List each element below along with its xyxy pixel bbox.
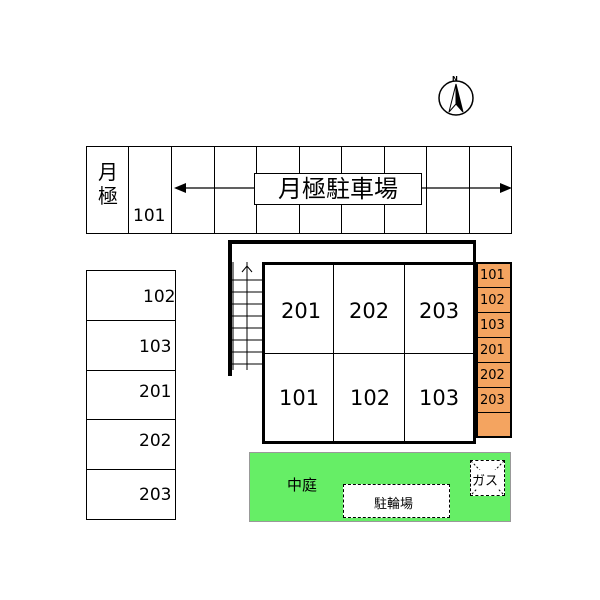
stall-divider — [86, 419, 176, 420]
building-corridor-right — [473, 240, 476, 265]
unit-103: 103 — [419, 386, 460, 410]
mailbox-blank — [478, 414, 510, 436]
stall-divider — [128, 146, 129, 234]
parking-space-101: 101 — [133, 206, 166, 226]
stall-divider — [86, 320, 176, 321]
parking-side-label-2: 極 — [98, 184, 118, 208]
mailbox-202: 202 — [478, 364, 510, 388]
mailbox-103: 103 — [478, 314, 510, 338]
parking-space-203: 203 — [139, 485, 172, 505]
parking-space-201: 201 — [139, 382, 172, 402]
building-corridor-left — [228, 240, 232, 376]
north-label: N — [452, 75, 458, 83]
mailbox-label: 203 — [480, 393, 505, 408]
parking-banner: 月極駐車場 — [254, 173, 422, 205]
stall-divider — [214, 146, 215, 234]
courtyard-label: 中庭 — [287, 476, 318, 494]
north-arrow-icon — [438, 80, 474, 116]
parking-side-label: 月 極 — [88, 160, 128, 208]
bike-parking-label: 駐輪場 — [374, 497, 414, 512]
unit-202: 202 — [349, 299, 390, 323]
unit-101: 101 — [279, 386, 320, 410]
bike-parking: 駐輪場 — [343, 484, 450, 518]
mailbox-label: 101 — [480, 268, 505, 283]
mailbox-label: 201 — [480, 343, 505, 358]
mailbox-label: 103 — [480, 318, 505, 333]
building-corridor — [228, 240, 476, 244]
parking-space-202: 202 — [139, 431, 172, 451]
staircase — [232, 262, 262, 370]
unit-201: 201 — [281, 299, 322, 323]
stall-divider — [469, 146, 470, 234]
unit-divider — [333, 262, 334, 444]
stall-divider — [426, 146, 427, 234]
mailbox-201: 201 — [478, 339, 510, 363]
stair-up-arrow-icon — [241, 265, 253, 280]
gas-label: ガス — [472, 470, 499, 489]
parking-space-102: 102 — [143, 287, 176, 307]
stall-divider — [171, 146, 172, 234]
left-parking-lot — [86, 270, 176, 520]
parking-space-103: 103 — [139, 337, 172, 357]
gas-meter: ガス — [470, 460, 505, 496]
stall-divider — [86, 469, 176, 470]
unit-203: 203 — [419, 299, 460, 323]
mailbox-101: 101 — [478, 264, 510, 288]
stall-divider — [86, 370, 176, 371]
compass: N — [436, 75, 476, 118]
floor-divider — [262, 353, 476, 354]
unit-102: 102 — [350, 386, 391, 410]
parking-side-label-1: 月 — [98, 160, 118, 184]
mailbox-102: 102 — [478, 289, 510, 313]
mailbox-label: 102 — [480, 293, 505, 308]
mailbox-203: 203 — [478, 389, 510, 413]
unit-divider — [404, 262, 405, 444]
mailbox-label: 202 — [480, 368, 505, 383]
